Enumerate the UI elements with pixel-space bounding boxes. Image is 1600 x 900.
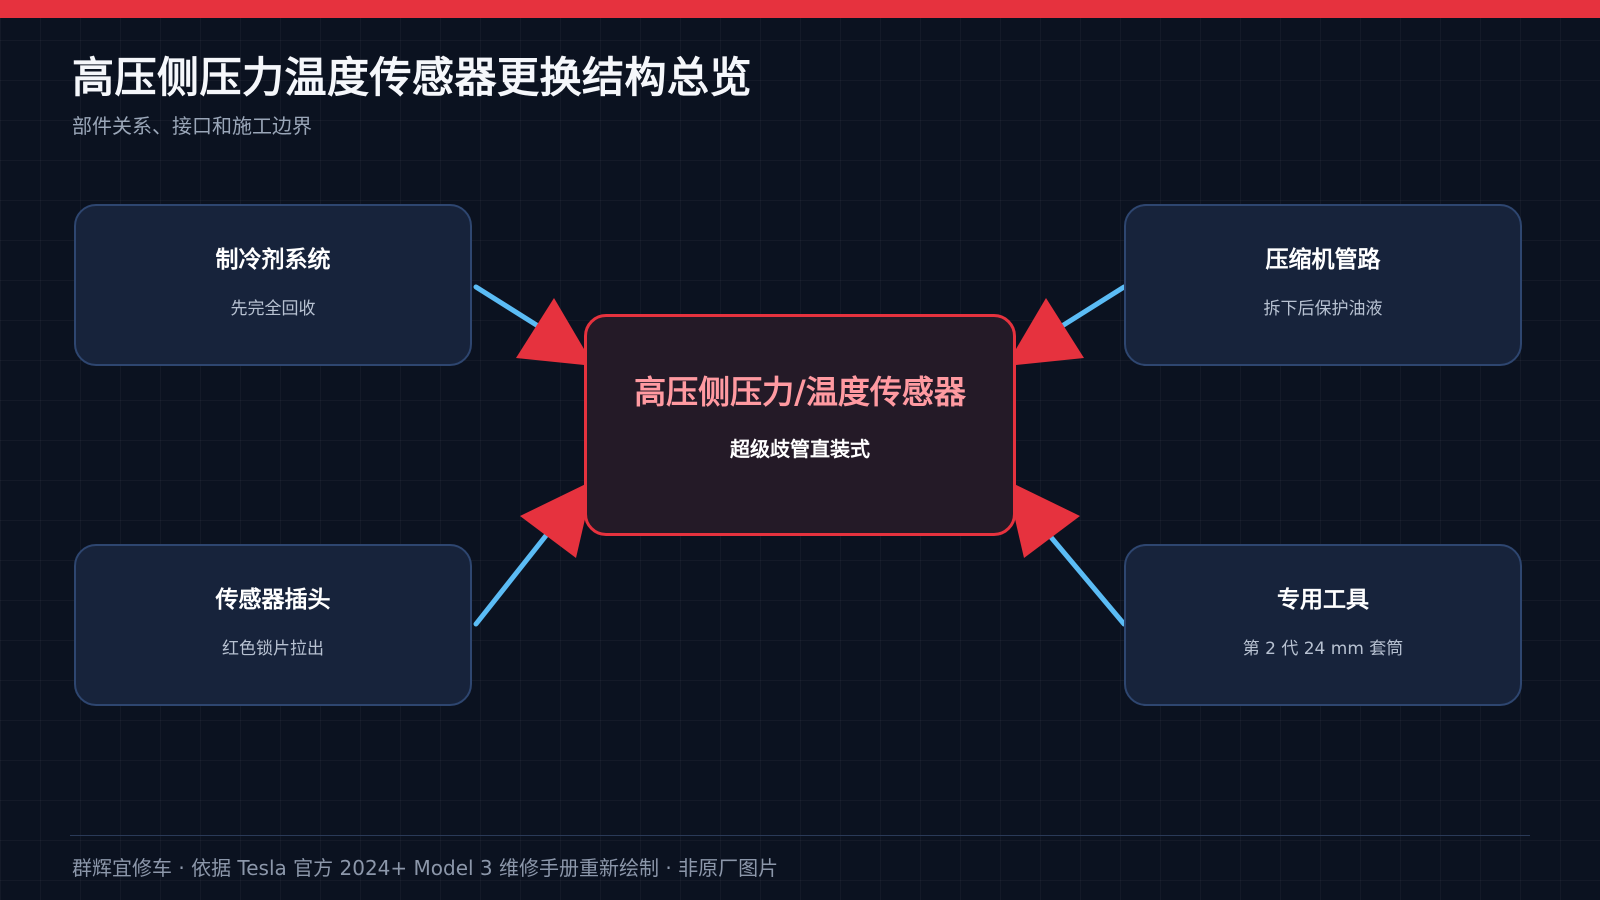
node-subtitle: 先完全回收 — [230, 299, 316, 319]
arrowhead-tool — [1006, 480, 1080, 558]
connector-plug — [473, 525, 555, 627]
center-title: 高压侧压力/温度传感器 — [634, 373, 966, 411]
top-accent-bar — [0, 0, 1600, 18]
footer-credit: 群辉宜修车 · 依据 Tesla 官方 2024+ Model 3 维修手册重新… — [72, 856, 779, 880]
node-subtitle: 拆下后保护油液 — [1263, 299, 1383, 319]
connector-refrigerant — [473, 284, 541, 329]
node-compressor-line: 压缩机管路 拆下后保护油液 — [1124, 204, 1522, 366]
node-sensor-plug: 传感器插头 红色锁片拉出 — [74, 544, 472, 706]
page-subtitle: 部件关系、接口和施工边界 — [72, 114, 312, 138]
arrowhead-plug — [520, 480, 594, 558]
node-title: 传感器插头 — [215, 587, 331, 613]
node-title: 专用工具 — [1277, 587, 1369, 613]
center-sensor-box: 高压侧压力/温度传感器 超级歧管直装式 — [584, 314, 1016, 536]
node-title: 压缩机管路 — [1265, 247, 1381, 273]
page-title: 高压侧压力温度传感器更换结构总览 — [72, 53, 753, 102]
connector-tool — [1047, 533, 1127, 627]
arrowhead-refrigerant — [516, 298, 594, 366]
node-refrigerant-system: 制冷剂系统 先完全回收 — [74, 204, 472, 366]
node-special-tool: 专用工具 第 2 代 24 mm 套筒 — [1124, 544, 1522, 706]
arrowhead-compressor — [1006, 298, 1084, 366]
connector-compressor — [1059, 284, 1127, 329]
node-subtitle: 第 2 代 24 mm 套筒 — [1242, 639, 1404, 659]
footer-divider — [70, 835, 1530, 836]
center-subtitle: 超级歧管直装式 — [730, 437, 870, 461]
node-subtitle: 红色锁片拉出 — [222, 639, 324, 659]
node-title: 制冷剂系统 — [215, 247, 331, 273]
